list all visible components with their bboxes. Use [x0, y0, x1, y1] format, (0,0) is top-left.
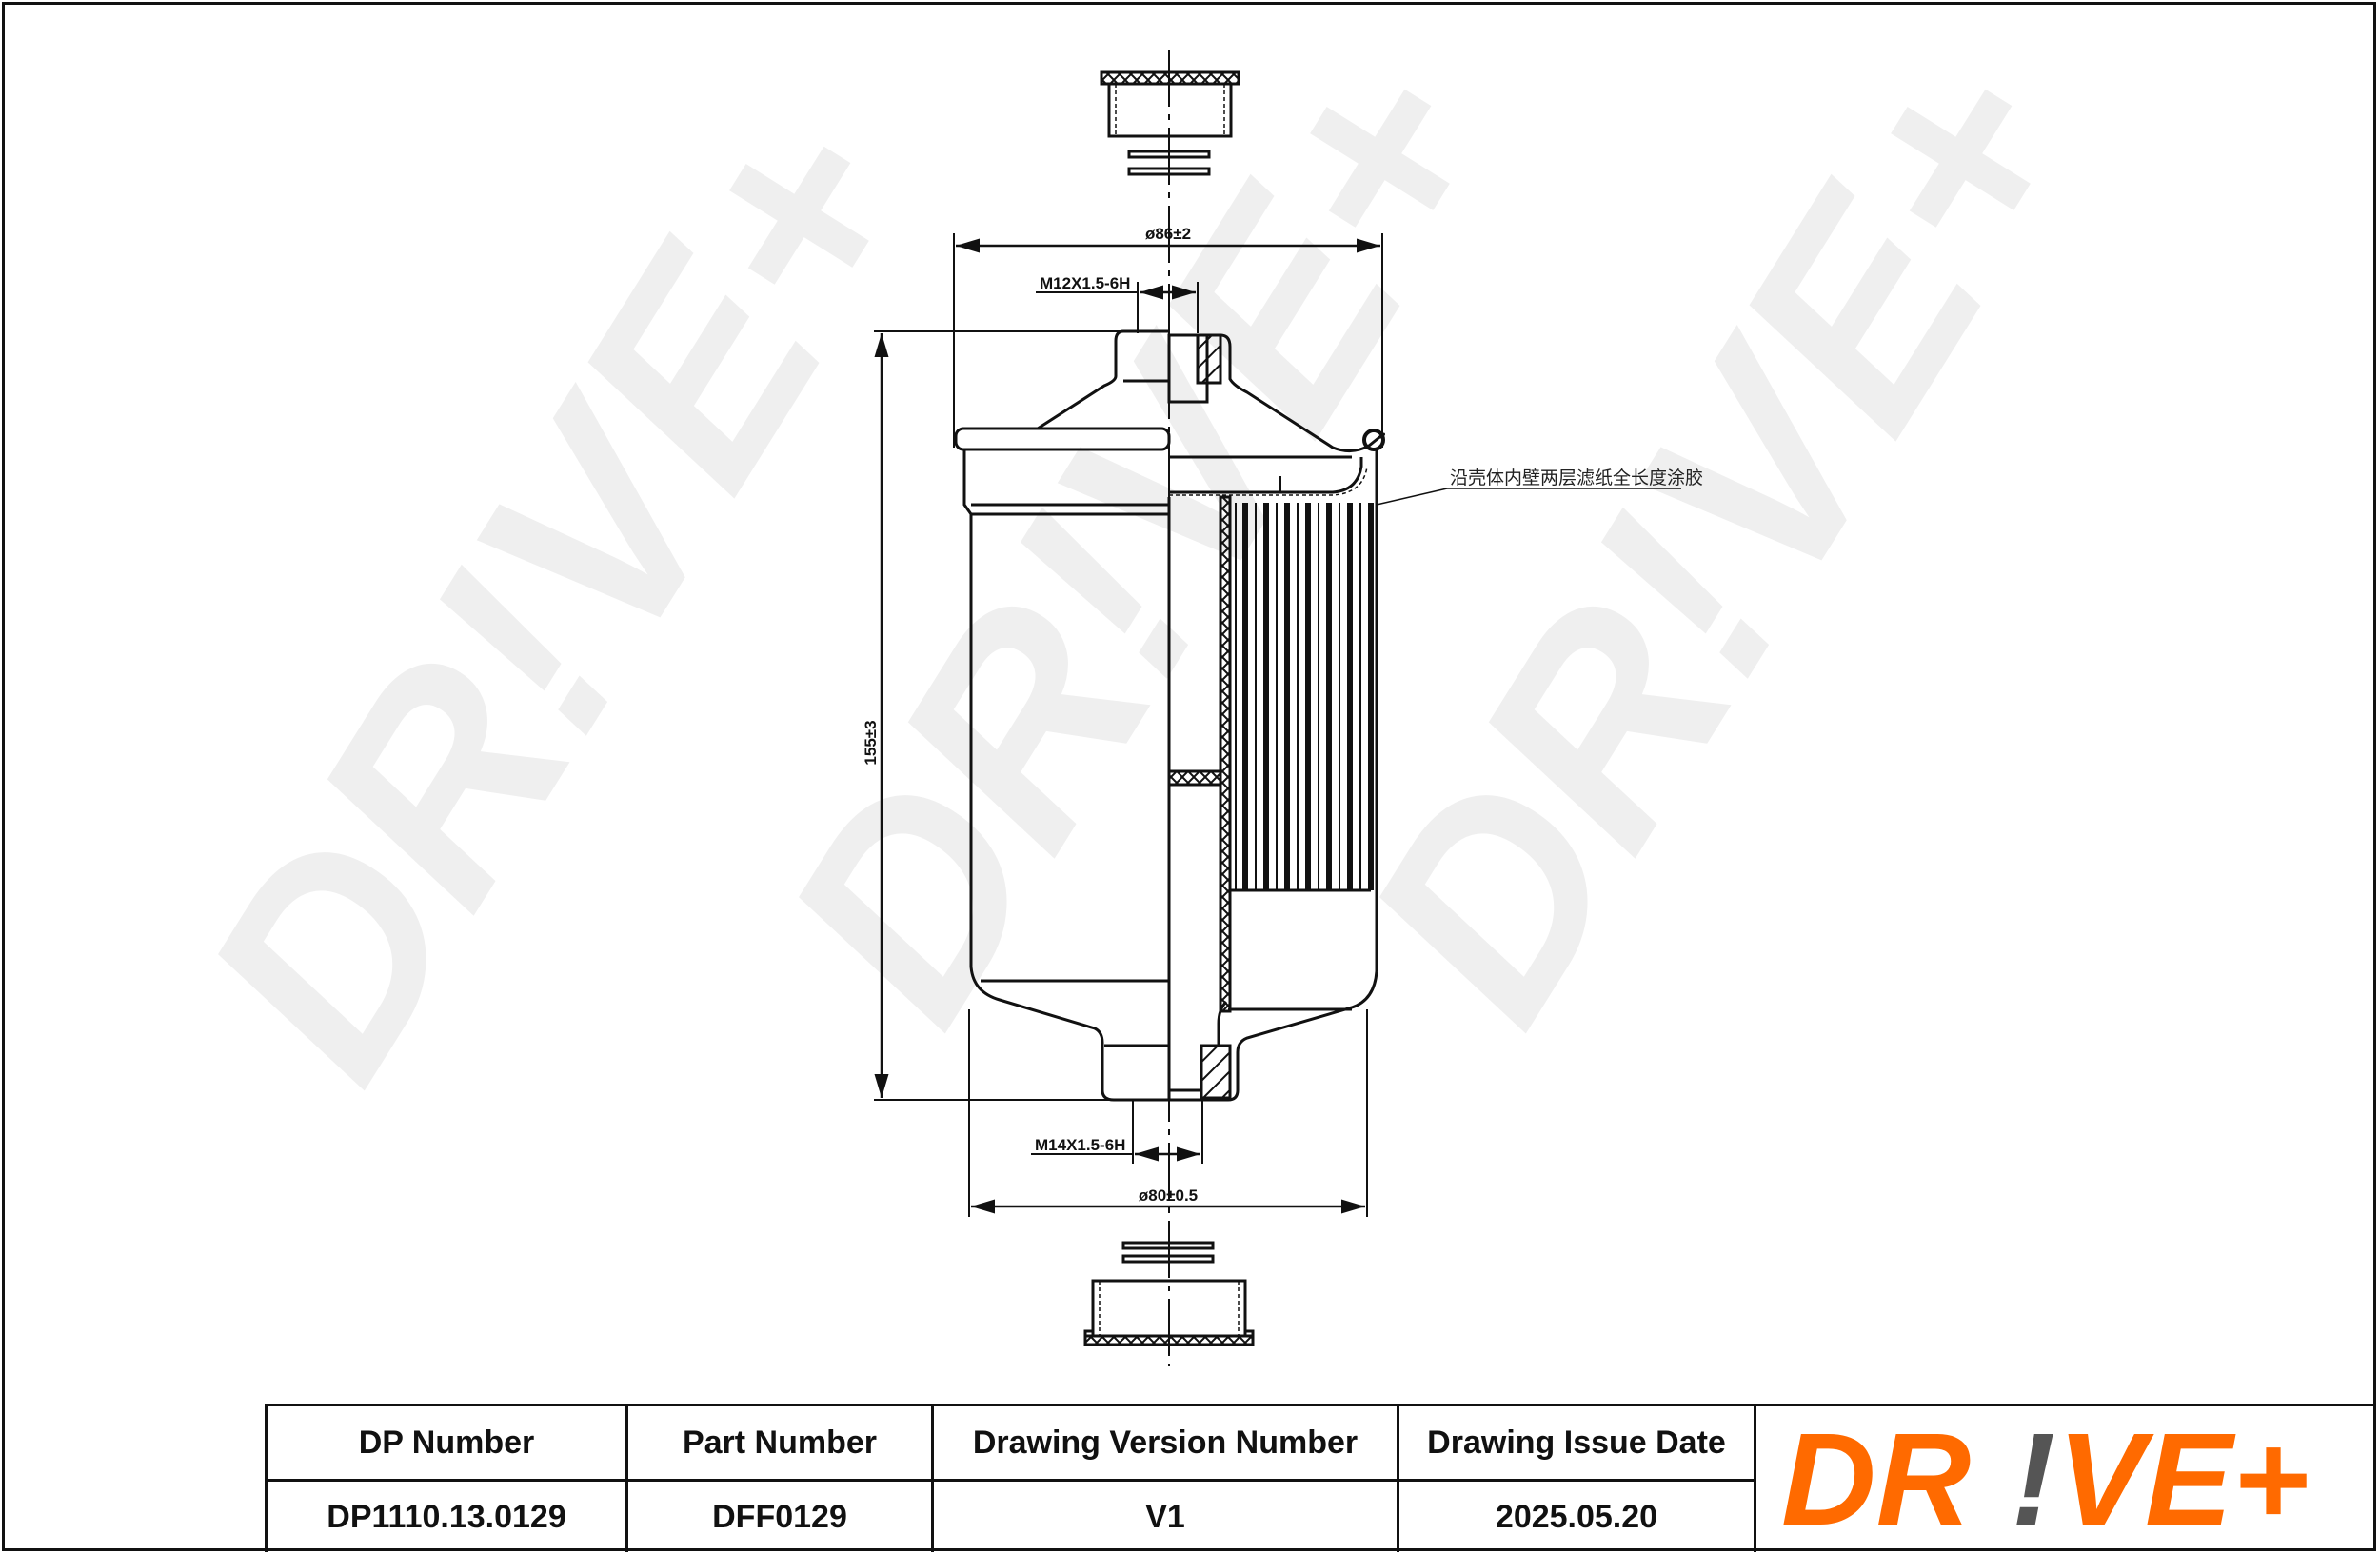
col-dp-number: DP Number DP1110.13.0129 — [268, 1406, 628, 1552]
value-issue-date: 2025.05.20 — [1495, 1498, 1658, 1535]
top-cap — [1100, 70, 1240, 176]
dim-overall-height: 155±3 — [862, 720, 880, 765]
dim-top-thread: M12X1.5-6H — [1040, 274, 1130, 292]
value-dp-number: DP1110.13.0129 — [327, 1498, 566, 1535]
col-issue-date: Drawing Issue Date 2025.05.20 — [1399, 1406, 1756, 1552]
header-part-number: Part Number — [628, 1406, 931, 1482]
dim-bottom-thread: M14X1.5-6H — [1035, 1136, 1125, 1154]
filter-section-right — [1167, 333, 1681, 1102]
header-issue-date: Drawing Issue Date — [1399, 1406, 1754, 1482]
filter-exterior-left — [954, 329, 1171, 1102]
col-drawing-version: Drawing Version Number V1 — [934, 1406, 1399, 1552]
header-drawing-version: Drawing Version Number — [934, 1406, 1397, 1482]
col-part-number: Part Number DFF0129 — [628, 1406, 934, 1552]
filter-section-drawing — [874, 50, 1681, 1366]
value-drawing-version: V1 — [1145, 1498, 1185, 1535]
logo-text-ve-plus: VE+ — [2057, 1418, 2310, 1542]
logo-text-dr: DR — [1781, 1418, 1971, 1542]
drive-plus-logo-icon: DR ! VE+ — [1781, 1418, 2310, 1542]
glue-annotation-note: 沿壳体内壁两层滤纸全长度涂胶 — [1450, 468, 1703, 488]
dim-bottom-diameter: ø80±0.5 — [1139, 1186, 1198, 1205]
brand-logo: DR ! VE+ — [1756, 1406, 2376, 1552]
bottom-cap — [1083, 1241, 1255, 1346]
title-block: DP Number DP1110.13.0129 Part Number DFF… — [265, 1404, 2376, 1552]
dim-top-diameter: ø86±2 — [1145, 225, 1191, 243]
header-dp-number: DP Number — [268, 1406, 625, 1482]
value-part-number: DFF0129 — [712, 1498, 847, 1535]
logo-exclamation: ! — [2012, 1418, 2055, 1542]
